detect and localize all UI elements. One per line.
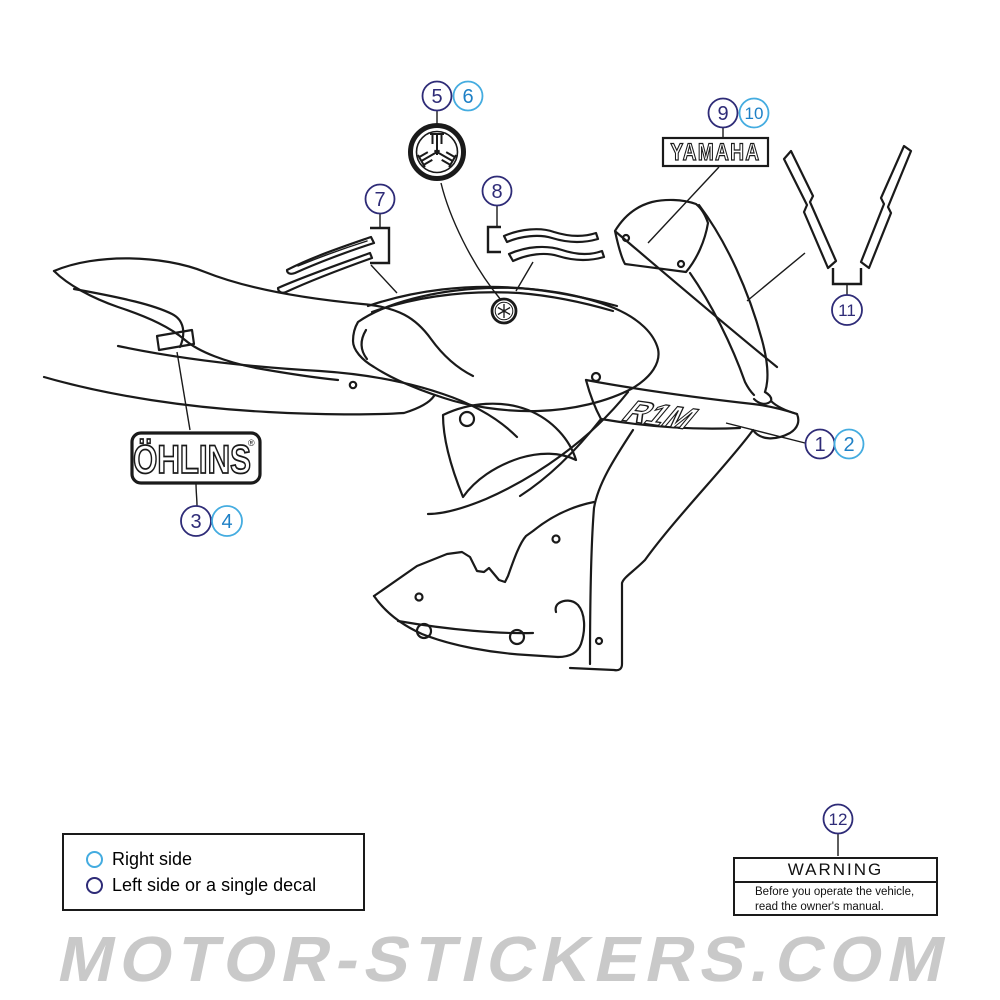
svg-text:5: 5	[431, 86, 442, 108]
svg-text:3: 3	[190, 511, 201, 533]
tail-decal-outline	[155, 328, 196, 352]
callout-10: 10	[738, 97, 770, 129]
left-side-marker-icon	[86, 876, 103, 894]
callout-2: 2	[833, 428, 865, 460]
decal-7-stripes	[276, 235, 376, 294]
svg-text:11: 11	[838, 301, 856, 320]
decal-11-v-strips	[782, 144, 913, 270]
registered-mark: ®	[248, 438, 255, 448]
callout-4: 4	[211, 505, 243, 537]
motorcycle-line-art	[42, 144, 913, 672]
r1m-logo-text: R1M	[614, 395, 705, 436]
right-side-marker-icon	[86, 850, 103, 868]
yamaha-tuning-fork-emblem	[408, 123, 466, 181]
side-fairing	[426, 371, 800, 672]
callout-1: 1	[804, 428, 836, 460]
fuel-tank	[351, 285, 660, 413]
svg-text:12: 12	[829, 810, 848, 829]
svg-text:4: 4	[221, 511, 232, 533]
mid-side-panel	[441, 402, 578, 499]
legend-label: Right side	[112, 848, 193, 869]
ohlins-decal: ÖHLINS ®	[130, 431, 262, 485]
callouts: 1 2 3 4 5 6 7 8	[180, 80, 865, 835]
svg-text:1: 1	[814, 434, 825, 456]
ohlins-logo-text: ÖHLINS	[133, 437, 251, 482]
callout-6: 6	[452, 80, 484, 112]
svg-text:8: 8	[491, 181, 502, 203]
callout-brackets	[370, 225, 863, 286]
belly-pan	[372, 500, 604, 659]
svg-text:2: 2	[843, 434, 854, 456]
callout-12: 12	[822, 803, 854, 835]
callout-11: 11	[831, 294, 863, 326]
legend-item-left-side: Left side or a single decal	[86, 875, 363, 896]
legend-box: Right side Left side or a single decal	[62, 833, 365, 911]
yamaha-logo-text: YAMAHA	[670, 138, 760, 166]
yamaha-tuning-fork-emblem-small	[490, 297, 518, 325]
legend-label: Left side or a single decal	[112, 874, 317, 895]
windscreen-and-nose	[613, 198, 779, 405]
warning-decal: WARNING Before you operate the vehicle, …	[733, 857, 938, 916]
svg-text:6: 6	[462, 86, 473, 108]
yamaha-text-decal: YAMAHA	[661, 136, 770, 168]
svg-text:7: 7	[374, 189, 385, 211]
leader-lines	[176, 111, 848, 856]
warning-body: Before you operate the vehicle, read the…	[755, 886, 915, 913]
callout-3: 3	[180, 505, 212, 537]
tank-stripe-decal-bottom	[370, 291, 615, 314]
decal-8-stripes	[502, 228, 606, 263]
watermark-text: MOTOR-STICKERS.COM	[52, 923, 959, 995]
callout-8: 8	[481, 175, 513, 207]
callout-7: 7	[364, 183, 396, 215]
tail-cowl	[42, 257, 519, 439]
tank-stripe-decal-top	[366, 285, 619, 308]
callout-5: 5	[421, 80, 453, 112]
warning-title: WARNING	[735, 859, 936, 883]
legend-item-right-side: Right side	[86, 849, 363, 870]
svg-text:9: 9	[717, 103, 728, 125]
callout-9: 9	[707, 97, 739, 129]
svg-text:10: 10	[745, 104, 764, 123]
